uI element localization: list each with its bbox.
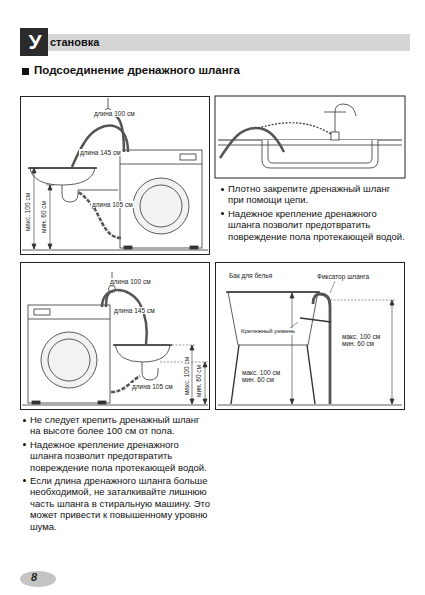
bullet-list: Не следует крепить дренажный шланг на вы… [22,414,212,534]
figure-label: макс. 100 см мин. 60 см [341,333,389,348]
header-box [20,28,48,56]
figure-frame: Бак для белья Фиксатор шлангаКрепежный ре… [215,262,405,410]
dimension-label: мин. 60 см [40,200,47,234]
header-band [46,34,410,51]
figure-label: длина 145 см [113,307,156,314]
bullet-item: Если длина дренажного шланга больше необ… [22,475,212,532]
bullet-dot [23,443,26,446]
figure-frame: длина 100 см длина 145 см длина 105 см макс… [20,96,210,255]
figure-label: длина 100 см [93,110,136,117]
bullet-dot [23,419,26,422]
bullet-item: Надежное крепление дренажного шланга поз… [220,208,405,242]
dimension-label: мин. 60 см [195,364,202,398]
dimension-label: макс. 100 см [183,356,190,396]
figure-two [218,104,402,168]
figure-label: Фиксатор шланга [316,273,370,280]
figure-label: длина 100 см [109,278,152,285]
bullet-item: Плотно закрепите дренажный шланг при пом… [220,183,405,206]
figure-frame [215,96,405,178]
header-letter: У [22,29,48,54]
heading-square [22,68,29,75]
figure-four [218,281,402,405]
header-text: становка [50,36,99,49]
bullet-text: Плотно закрепите дренажный шланг при пом… [228,183,390,205]
bullet-text: Не следует крепить дренажный шланг на вы… [30,414,200,436]
figure-one [22,98,208,250]
figure-label: макс. 100 см мин. 60 см [241,369,289,384]
figure-three [22,272,208,405]
bullet-dot [221,212,224,215]
page-number: 8 [31,571,37,584]
bullet-text: Если длина дренажного шланга больше необ… [30,475,210,532]
figure-label: Крепежный ремень [240,328,296,335]
bullet-text: Надежное крепление дренажного шланга поз… [30,439,207,473]
bullet-text: Надежное крепление дренажного шланга поз… [228,208,405,242]
figure-label: длина 105 см [131,383,174,390]
bullet-dot [221,188,224,191]
bullet-dot [23,479,26,482]
dimension-label: макс. 100 см [24,192,31,232]
figure-frame: длина 100 см длина 145 см длина 105 см макс… [20,262,210,410]
figure-label: длина 105 см [91,201,134,208]
section-heading: Подсоединение дренажного шланга [34,64,240,76]
bullet-item: Надежное крепление дренажного шланга поз… [22,439,212,473]
bullet-item: Не следует крепить дренажный шланг на вы… [22,414,212,437]
page-number-badge [20,571,56,587]
bullet-list: Плотно закрепите дренажный шланг при пом… [220,183,405,244]
figure-label: Бак для белья [228,272,273,279]
figure-label: длина 145 см [79,149,122,156]
